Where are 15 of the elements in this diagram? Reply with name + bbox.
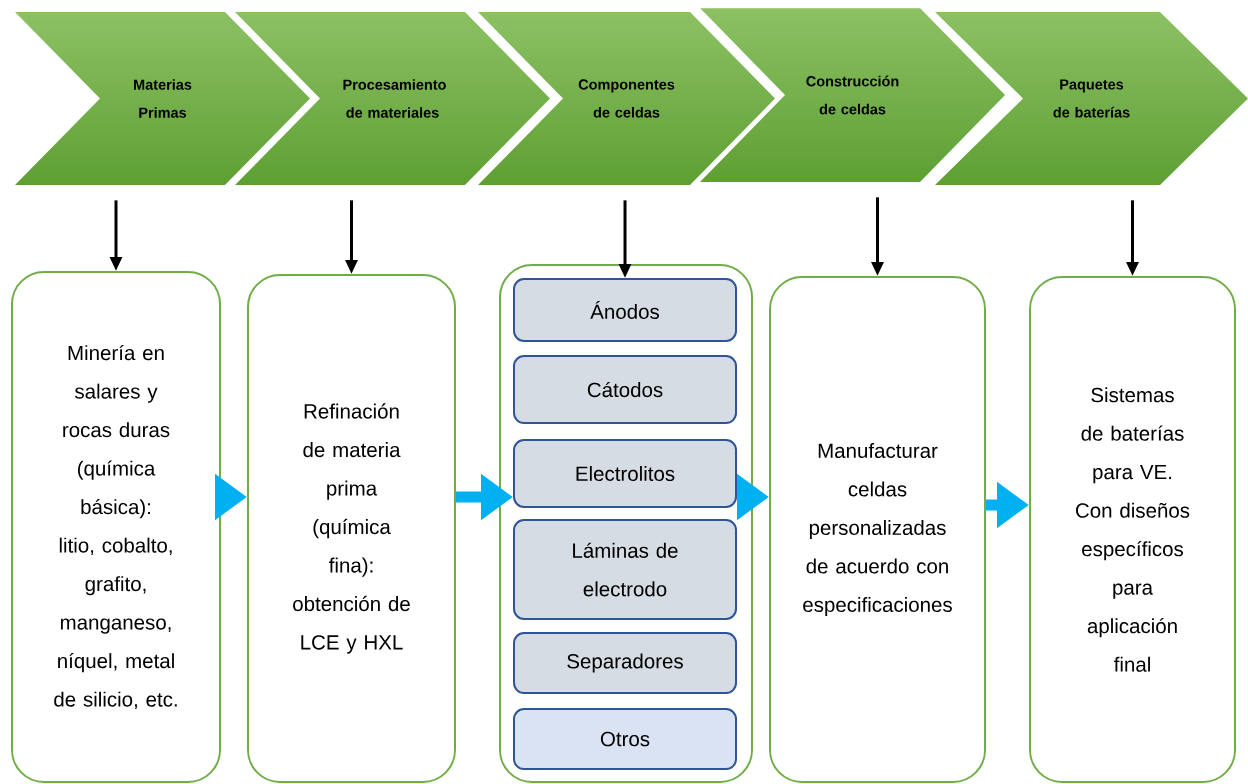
stage-chevron: Construcción de celdas (806, 75, 899, 115)
component-box: Cátodos (513, 355, 737, 424)
stage-box: Minería en salares y rocas duras (química básica): litio, cobalto, grafito, manganeso, níquel, metal de silicio, etc. (11, 271, 221, 783)
stage-chevron: Materias Primas (134, 79, 192, 118)
stage-box: Manufacturar celdas personalizadas de acuerdo con especificaciones (769, 276, 986, 783)
component-box: Separadores (513, 632, 737, 694)
stage-chevron: Paquetes de baterías (1053, 79, 1130, 118)
component-box: Ánodos (513, 278, 737, 342)
stage-box: Sistemas de baterías para VE. Con diseños específicos para aplicación final (1029, 276, 1236, 783)
component-box: Electrolitos (513, 439, 737, 508)
component-box: Otros (513, 708, 737, 770)
stage-chevron: Componentes de celdas (578, 79, 675, 118)
stage-chevron: Procesamiento de materiales (343, 79, 446, 118)
component-box: Láminas de electrodo (513, 519, 737, 620)
stage-box: Refinación de materia prima (química fina): obtención de LCE y HXL (247, 274, 456, 783)
